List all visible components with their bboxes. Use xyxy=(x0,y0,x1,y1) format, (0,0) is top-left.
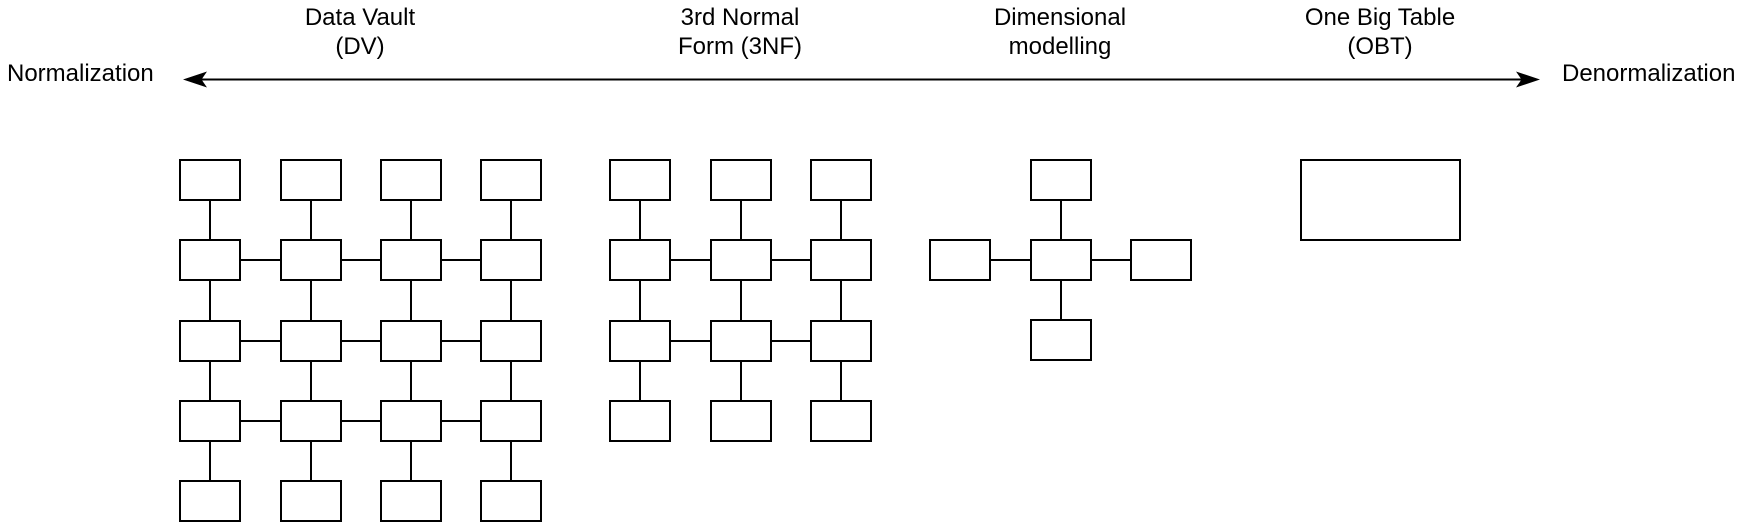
third-normal-form-model-box xyxy=(609,159,671,201)
third-normal-form-model-box xyxy=(710,239,772,281)
category-label-line1: One Big Table xyxy=(1304,4,1456,31)
axis-label-denormalization: Denormalization xyxy=(1562,60,1736,87)
one-big-table-model-box xyxy=(1300,159,1461,241)
dimensional-model-box xyxy=(1130,239,1192,281)
data-vault-model-box xyxy=(280,239,342,281)
data-vault-model-box xyxy=(480,320,542,362)
third-normal-form-model-box xyxy=(609,400,671,442)
arrowhead-left-icon xyxy=(183,71,207,88)
dimensional-model-box xyxy=(929,239,991,281)
data-vault-model-box xyxy=(480,239,542,281)
category-label-data-vault: Data Vault (DV) xyxy=(305,3,415,61)
category-label-line1: Data Vault xyxy=(304,4,416,31)
category-label-line1: Dimensional xyxy=(993,4,1127,31)
third-normal-form-model-box xyxy=(810,400,872,442)
third-normal-form-model-box xyxy=(810,159,872,201)
data-vault-model-box xyxy=(380,320,442,362)
third-normal-form-model-box xyxy=(710,400,772,442)
third-normal-form-model-box xyxy=(810,239,872,281)
category-label-third-normal-form: 3rd Normal Form (3NF) xyxy=(678,3,802,61)
data-vault-model-box xyxy=(480,480,542,522)
third-normal-form-model-box xyxy=(710,159,772,201)
third-normal-form-model-box xyxy=(710,320,772,362)
data-vault-model-box xyxy=(480,159,542,201)
data-vault-model-box xyxy=(179,400,241,442)
data-vault-model-box xyxy=(280,159,342,201)
data-vault-model-box xyxy=(380,239,442,281)
category-label-dimensional-modelling: Dimensional modelling xyxy=(994,3,1126,61)
axis-label-normalization: Normalization xyxy=(7,60,154,87)
data-vault-model-box xyxy=(179,320,241,362)
data-vault-model-box xyxy=(380,480,442,522)
category-label-line1: 3rd Normal xyxy=(680,4,800,31)
data-vault-model-box xyxy=(280,400,342,442)
third-normal-form-model-box xyxy=(609,239,671,281)
category-label-line2: modelling xyxy=(1008,33,1112,60)
category-label-line2: Form (3NF) xyxy=(678,33,802,60)
data-vault-model-box xyxy=(380,400,442,442)
dimensional-model-box xyxy=(1030,239,1092,281)
data-vault-model-box xyxy=(480,400,542,442)
category-label-line2: (DV) xyxy=(335,33,385,60)
data-vault-model-box xyxy=(179,480,241,522)
third-normal-form-model-box xyxy=(810,320,872,362)
data-vault-model-box xyxy=(380,159,442,201)
data-vault-model-box xyxy=(179,239,241,281)
third-normal-form-model-box xyxy=(609,320,671,362)
data-vault-model-box xyxy=(280,320,342,362)
arrowhead-right-icon xyxy=(1516,71,1540,88)
dimensional-model-box xyxy=(1030,159,1092,201)
category-label-line2: (OBT) xyxy=(1347,33,1413,60)
category-label-one-big-table: One Big Table (OBT) xyxy=(1305,3,1455,61)
data-vault-model-box xyxy=(280,480,342,522)
dimensional-model-box xyxy=(1030,319,1092,361)
data-vault-model-box xyxy=(179,159,241,201)
